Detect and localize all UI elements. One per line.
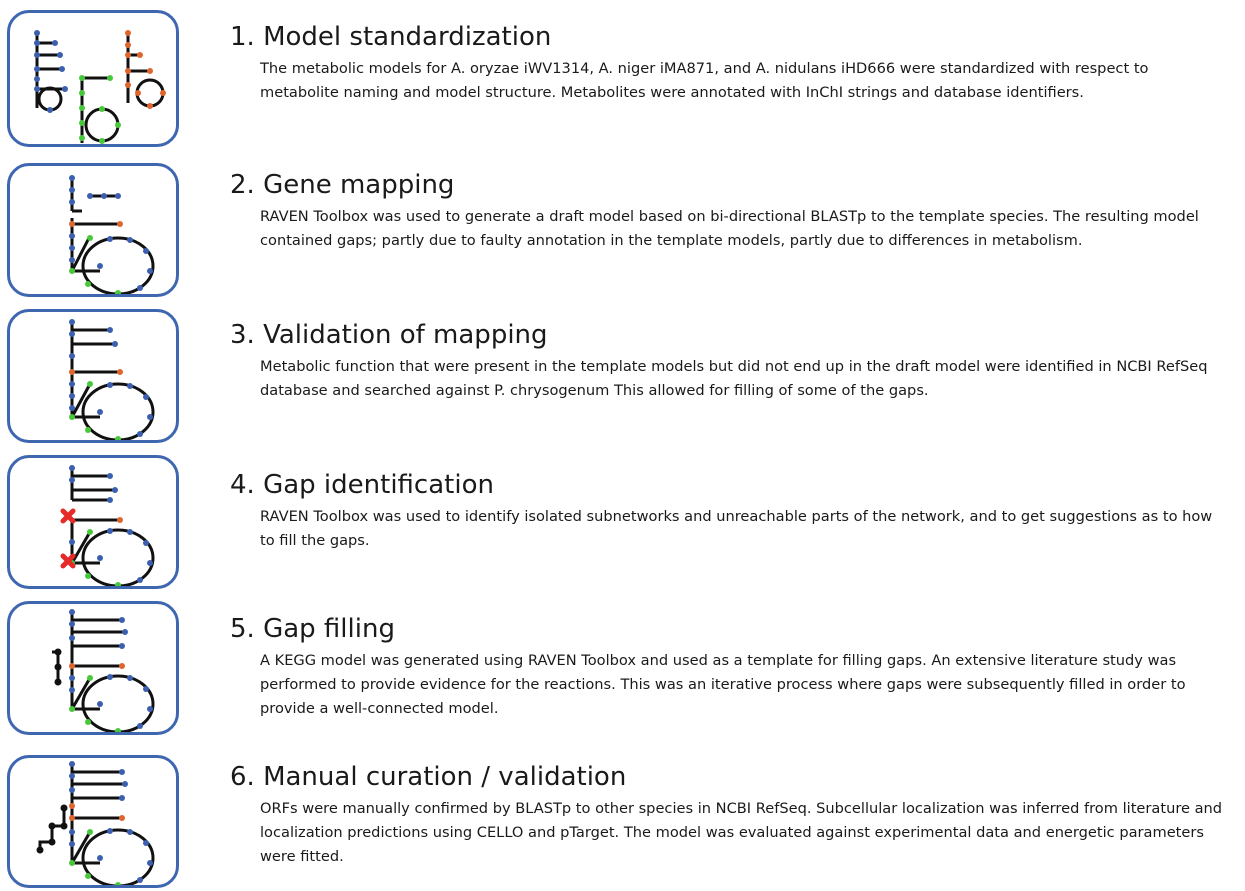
step-title: 3. Validation of mapping bbox=[230, 320, 548, 350]
step-description: RAVEN Toolbox was used to generate a dra… bbox=[260, 208, 1199, 249]
step-6: 6. Manual curation / validation ORFs wer… bbox=[230, 762, 1230, 869]
validated-mapping-diagram bbox=[69, 319, 155, 440]
step-title: 6. Manual curation / validation bbox=[230, 762, 627, 792]
step-3: 3. Validation of mapping Metabolic funct… bbox=[230, 320, 1230, 403]
step-title: 4. Gap identification bbox=[230, 470, 494, 500]
step-description: A KEGG model was generated using RAVEN T… bbox=[260, 652, 1186, 717]
step-4-network-icon bbox=[7, 455, 179, 589]
gap-identification-diagram bbox=[60, 465, 155, 586]
gap-marker-icon bbox=[60, 508, 76, 569]
step-5: 5. Gap filling A KEGG model was generate… bbox=[230, 614, 1230, 721]
step-title: 1. Model standardization bbox=[230, 22, 552, 52]
step-6-network-icon bbox=[7, 755, 179, 888]
step-1-network-icon bbox=[7, 10, 179, 147]
step-title: 5. Gap filling bbox=[230, 614, 395, 644]
step-description: ORFs were manually confirmed by BLASTp t… bbox=[260, 800, 1223, 865]
step-title: 2. Gene mapping bbox=[230, 170, 455, 200]
draft-model-diagram bbox=[69, 175, 155, 294]
gap-filling-diagram bbox=[52, 609, 155, 732]
step-description: RAVEN Toolbox was used to identify isola… bbox=[260, 508, 1213, 549]
step-1: 1. Model standardization The metabolic m… bbox=[230, 22, 1230, 105]
step-description: Metabolic function that were present in … bbox=[260, 358, 1208, 399]
step-3-network-icon bbox=[7, 309, 179, 443]
template-networks-diagram bbox=[34, 30, 166, 144]
step-5-network-icon bbox=[7, 601, 179, 735]
step-2-network-icon bbox=[7, 163, 179, 297]
step-2: 2. Gene mapping RAVEN Toolbox was used t… bbox=[230, 170, 1230, 253]
step-4: 4. Gap identification RAVEN Toolbox was … bbox=[230, 470, 1230, 553]
curated-model-diagram bbox=[36, 761, 155, 885]
step-description: The metabolic models for A. oryzae iWV13… bbox=[260, 60, 1149, 101]
